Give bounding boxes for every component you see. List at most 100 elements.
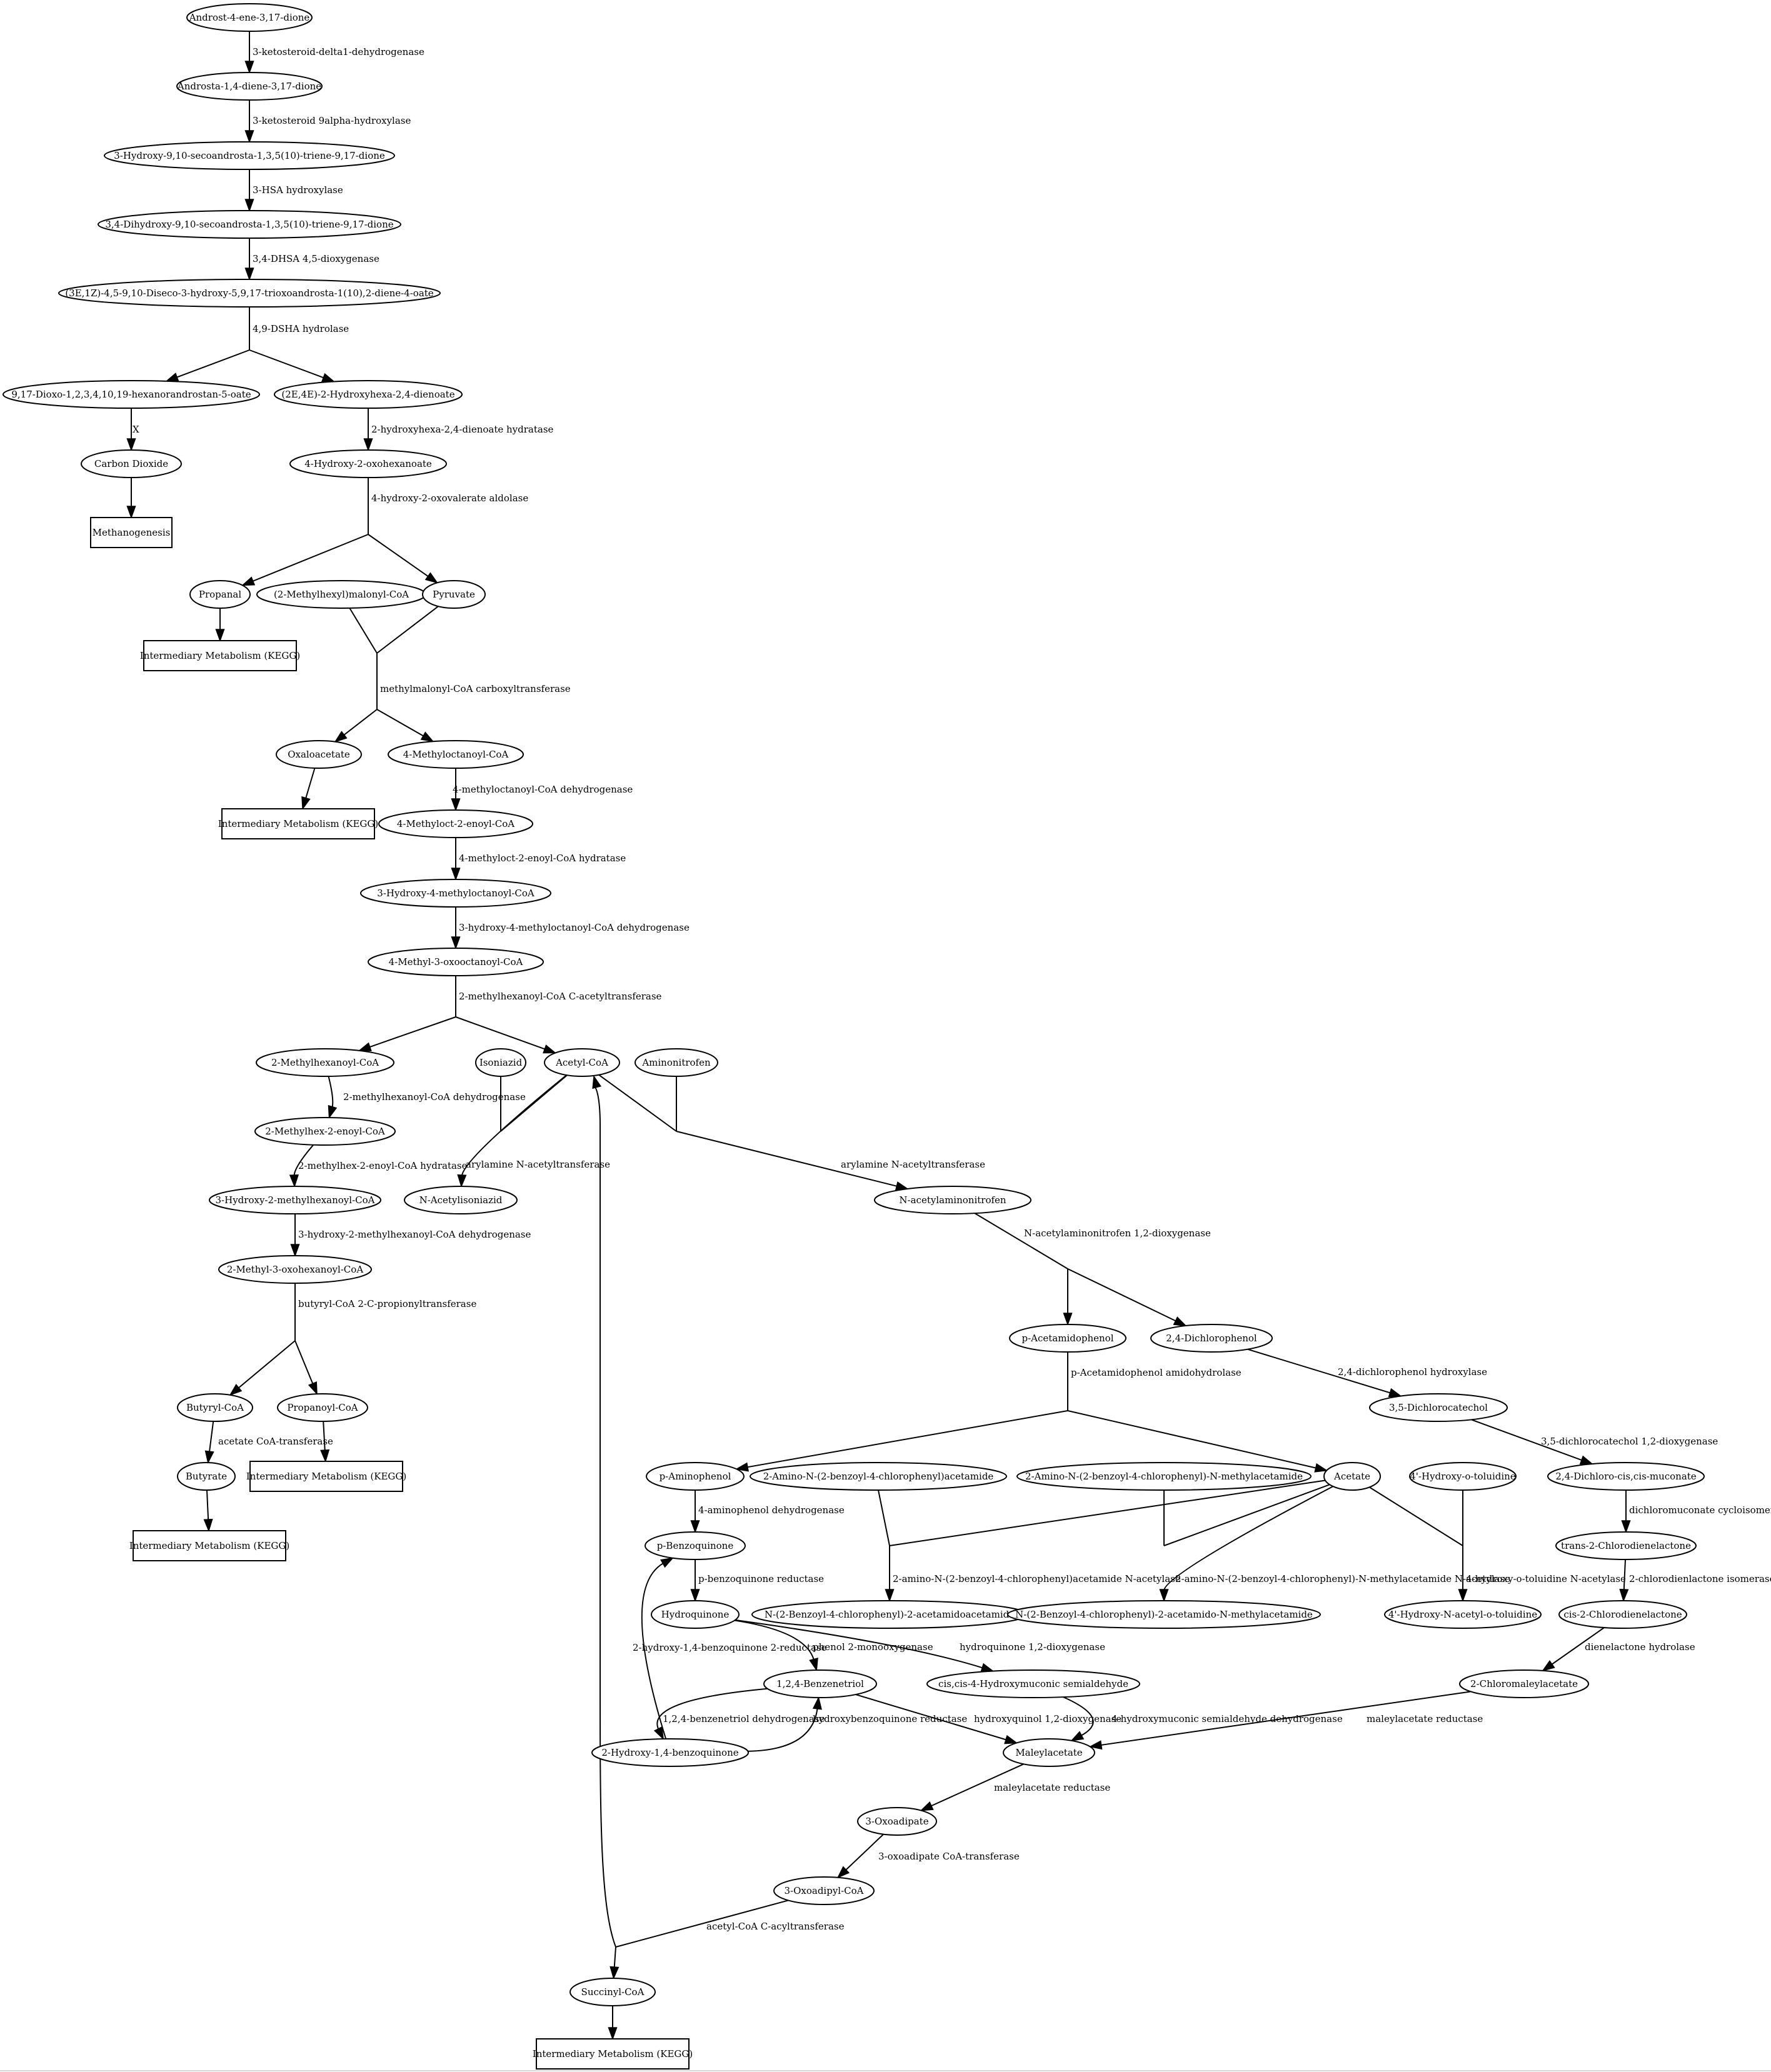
node-box — [249, 1461, 403, 1492]
node-box — [90, 517, 173, 548]
node-label: Carbon Dioxide — [94, 458, 168, 469]
node-label: (3E,1Z)-4,5-9,10-Diseco-3-hydroxy-5,9,17… — [65, 288, 433, 299]
node-butyrate: Butyrate — [177, 1462, 236, 1491]
node-ellipse — [177, 1462, 236, 1491]
node-im-kegg-1: Intermediary Metabolism (KEGG) — [140, 640, 300, 671]
node-label: 2-Hydroxy-1,4-benzoquinone — [601, 1747, 738, 1758]
arrowhead — [885, 1589, 895, 1603]
arrowhead — [328, 1104, 338, 1119]
node-label: Oxaloacetate — [288, 749, 350, 760]
arrowhead — [809, 1657, 818, 1672]
node-methylhexanoyl: 2-Methylhexanoyl-CoA — [256, 1048, 394, 1077]
enzyme-label-e12: 3-hydroxy-4-methyloctanoyl-CoA dehydroge… — [459, 922, 690, 933]
node-label: 1,2,4-Benzenetriol — [776, 1678, 864, 1689]
node-methylhexenoyl: 2-Methylhex-2-enoyl-CoA — [254, 1117, 396, 1146]
node-box — [143, 640, 297, 671]
arrowhead — [1542, 1659, 1555, 1672]
arrowhead — [165, 373, 179, 382]
arrowhead — [321, 373, 336, 383]
arrowhead — [592, 1074, 602, 1089]
node-ellipse — [750, 1462, 1007, 1491]
node-label: Succinyl-CoA — [581, 1986, 645, 1998]
node-label: N-(2-Benzoyl-4-chlorophenyl)-2-acetamido… — [1015, 1609, 1313, 1620]
edge-curve — [328, 1076, 334, 1108]
node-im-kegg-3: Intermediary Metabolism (KEGG) — [246, 1461, 406, 1492]
enzyme-label-e7: 2-hydroxyhexa-2,4-dienoate hydratase — [371, 424, 554, 435]
edge-curve — [1063, 1696, 1094, 1737]
node-ellipse — [3, 380, 260, 409]
arrowhead — [543, 1044, 557, 1054]
arrowhead — [1388, 1388, 1402, 1398]
enzyme-label-e33: phenol 2-monooxygenase — [813, 1641, 933, 1653]
node-ellipse — [218, 1255, 372, 1284]
node-ellipse — [254, 1117, 396, 1146]
node-androstenedione: Androst-4-ene-3,17-dione — [186, 3, 313, 32]
node-label: 3-Hydroxy-4-methyloctanoyl-CoA — [377, 888, 534, 899]
enzyme-label-e4: 3,4-DHSA 4,5-dioxygenase — [253, 253, 379, 264]
edge-line — [746, 1410, 1068, 1468]
edge-53 — [920, 1763, 1024, 1811]
node-oxoadipylcoa: 3-Oxoadipyl-CoA — [773, 1876, 875, 1905]
edge-10 — [241, 534, 369, 586]
enzyme-label-e23: 2,4-dichlorophenol hydroxylase — [1338, 1366, 1487, 1378]
arrowhead — [451, 936, 461, 950]
node-label: Propanal — [199, 589, 241, 600]
node-ellipse — [176, 72, 323, 101]
enzyme-label-e1: 3-ketosteroid-delta1-dehydrogenase — [253, 46, 424, 58]
edge-line — [845, 1833, 884, 1871]
enzyme-label-e38: hydroxyquinol 1,2-dioxygenase — [974, 1713, 1121, 1724]
arrowhead — [420, 731, 434, 743]
edge-line — [855, 1694, 1008, 1741]
node-label: Butyrate — [186, 1471, 227, 1482]
node-hsa: 3-Hydroxy-9,10-secoandrosta-1,3,5(10)-tr… — [104, 141, 395, 170]
enzyme-label-e35: dienelactone hydrolase — [1585, 1641, 1695, 1653]
edge-8 — [126, 478, 136, 519]
enzyme-label-e22: p-Acetamidophenol amidohydrolase — [1071, 1367, 1242, 1378]
edge-line — [349, 608, 378, 654]
node-ellipse — [544, 1048, 620, 1077]
node-ellipse — [177, 1393, 253, 1422]
node-methanogenesis: Methanogenesis — [90, 517, 173, 548]
node-ellipse — [646, 1462, 745, 1491]
enzyme-label-e36: 1,2,4-benzenetriol dehydrogenase — [663, 1713, 825, 1724]
node-abca: 2-Amino-N-(2-benzoyl-4-chlorophenyl)acet… — [750, 1462, 1007, 1491]
edge-16 — [451, 768, 461, 812]
arrowhead — [1063, 1313, 1073, 1326]
edge-32 — [1067, 1268, 1187, 1327]
edge-curve — [735, 1619, 984, 1669]
node-label: Methanogenesis — [93, 527, 171, 538]
arrowhead — [980, 1663, 995, 1673]
edge-2 — [244, 100, 254, 144]
node-box — [133, 1530, 286, 1561]
edge-line — [1067, 1410, 1317, 1469]
arrowhead — [244, 130, 254, 144]
enzyme-label-e6: X — [133, 424, 139, 435]
edge-line — [1369, 1486, 1463, 1546]
edge-48 — [748, 1696, 822, 1752]
edge-line — [878, 1489, 890, 1546]
edge-19 — [358, 1016, 456, 1051]
node-benzenetriol: 1,2,4-Benzenetriol — [763, 1669, 877, 1698]
node-box — [536, 2038, 690, 2069]
node-label: Intermediary Metabolism (KEGG) — [246, 1471, 406, 1482]
enzyme-label-e15: 2-methylhex-2-enoyl-CoA hydratase — [298, 1160, 468, 1171]
edge-line — [249, 349, 325, 379]
arrowhead — [1173, 1316, 1187, 1327]
node-ellipse — [1007, 1600, 1321, 1629]
arrowhead — [690, 1589, 700, 1603]
node-benzoquinone: p-Benzoquinone — [645, 1531, 746, 1560]
arrowhead — [290, 1244, 300, 1258]
arrowhead — [690, 1520, 700, 1534]
node-ellipse — [274, 380, 463, 409]
edge-25 — [294, 1340, 318, 1396]
edge-44 — [734, 1619, 818, 1672]
enzyme-label-e11: 4-methyloct-2-enoyl-CoA hydratase — [459, 853, 626, 864]
edge-24 — [229, 1340, 296, 1396]
enzyme-label-e40: maleylacetate reductase — [1367, 1713, 1483, 1724]
node-label: p-Benzoquinone — [657, 1540, 734, 1551]
edge-51 — [1063, 1696, 1094, 1741]
node-bcama: N-(2-Benzoyl-4-chlorophenyl)-2-acetamido… — [1007, 1600, 1321, 1629]
node-acetylcoa: Acetyl-CoA — [544, 1048, 620, 1077]
edge-42 — [690, 1559, 700, 1603]
node-ellipse — [1009, 1324, 1126, 1353]
